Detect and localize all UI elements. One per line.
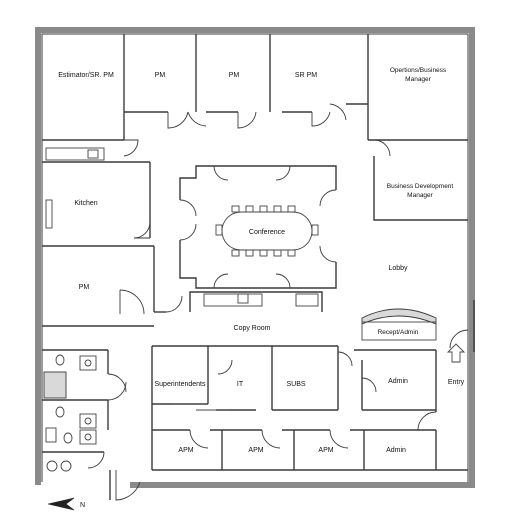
room-label-operations-1: Opertions/Business	[390, 67, 447, 74]
room-label-admin-1: Admin	[388, 378, 408, 385]
room-label-estimator: Estimator/SR. PM	[58, 72, 114, 79]
north-arrow-icon	[47, 497, 75, 511]
reception-desk	[354, 308, 437, 351]
room-label-pm-1: PM	[155, 72, 166, 79]
room-label-operations-2: Manager	[405, 76, 431, 83]
room-label-kitchen: Kitchen	[74, 200, 97, 207]
room-label-subs: SUBS	[286, 381, 305, 388]
room-label-lobby: Lobby	[388, 265, 408, 272]
room-label-reception: Recept/Admin	[378, 329, 419, 336]
room-label-entry: Entry	[448, 379, 465, 386]
room-label-copy-room: Copy Room	[234, 325, 271, 332]
room-label-pm-2: PM	[229, 72, 240, 79]
room-label-admin-2: Admin	[386, 447, 406, 454]
room-label-pm-3: PM	[79, 284, 90, 291]
door-swings-top	[123, 103, 347, 157]
lower-offices-walls	[151, 345, 436, 470]
room-label-conference: Conference	[249, 229, 285, 236]
up-arrow-icon	[446, 343, 466, 363]
pm-left-walls	[42, 246, 155, 327]
copy-room	[154, 291, 323, 313]
compass-label: N	[80, 502, 85, 509]
building-shell	[35, 27, 475, 488]
room-label-apm-1: APM	[178, 447, 193, 454]
room-label-apm-3: APM	[318, 447, 333, 454]
room-label-superintendents: Superintendents	[155, 381, 206, 388]
room-label-apm-2: APM	[248, 447, 263, 454]
room-label-business-dev-2: Manager	[407, 192, 433, 199]
business-dev-walls	[373, 139, 468, 221]
restrooms	[42, 349, 141, 501]
room-label-sr-pm: SR PM	[295, 72, 317, 79]
room-label-business-dev-1: Business Development	[387, 183, 454, 190]
conference-room	[179, 165, 337, 289]
kitchen-walls	[42, 147, 154, 247]
room-label-it: IT	[237, 381, 244, 388]
top-offices-walls	[42, 34, 468, 141]
apm-row-walls	[152, 411, 468, 471]
entry-area	[435, 300, 475, 412]
